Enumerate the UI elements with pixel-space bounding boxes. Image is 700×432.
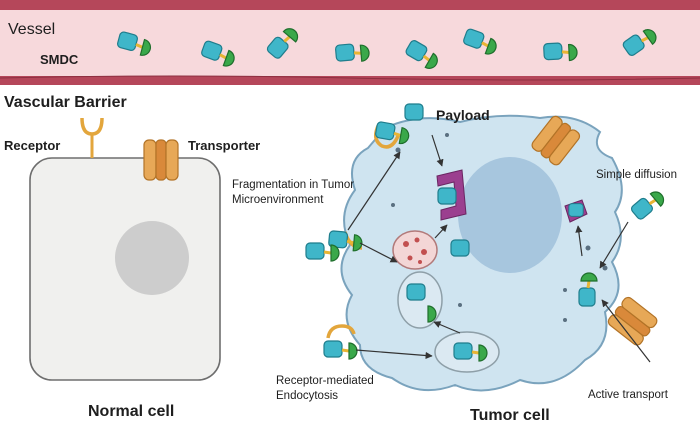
normal-cell-label: Normal cell	[88, 403, 174, 420]
endosome-fusing	[397, 271, 443, 329]
endosome	[434, 331, 500, 373]
vessel-label: Vessel	[8, 21, 55, 38]
smdc-free	[322, 339, 359, 361]
normal-cell-receptor	[80, 117, 104, 158]
vascular-barrier-label: Vascular Barrier	[4, 94, 127, 111]
tumor-nucleus	[458, 157, 562, 273]
smdc-free	[304, 241, 341, 263]
receptor-label: Receptor	[4, 138, 60, 153]
smdc-diffusing	[628, 185, 669, 224]
fragmentation-label-line2: Microenvironment	[232, 194, 324, 206]
smdc-label: SMDC	[40, 52, 79, 67]
pathway-arrows	[347, 134, 651, 363]
normal-cell	[29, 157, 221, 381]
simple-diffusion-label: Simple diffusion	[596, 169, 677, 181]
tumor-cell-label: Tumor cell	[470, 407, 550, 424]
blood-vessel	[0, 0, 700, 85]
intracellular-target	[436, 169, 467, 221]
rme-label-line2: Endocytosis	[276, 390, 338, 402]
intracellular-target-small	[564, 199, 588, 223]
lysosome	[392, 230, 438, 270]
normal-cell-transporter	[143, 139, 179, 181]
tumor-receptor-bottom	[326, 324, 356, 339]
fragmentation-label-line1: Fragmentation in Tumor	[232, 179, 354, 191]
active-transport-label: Active transport	[588, 389, 669, 401]
transporter-label: Transporter	[188, 138, 260, 153]
smdc-molecule	[542, 40, 579, 64]
rme-label-line1: Receptor-mediated	[276, 375, 374, 387]
payload-label: Payload	[436, 107, 490, 123]
payload-cytosol	[450, 239, 470, 257]
normal-cell-nucleus	[115, 221, 189, 295]
smdc-transported	[577, 271, 599, 308]
payload-released	[404, 103, 424, 121]
